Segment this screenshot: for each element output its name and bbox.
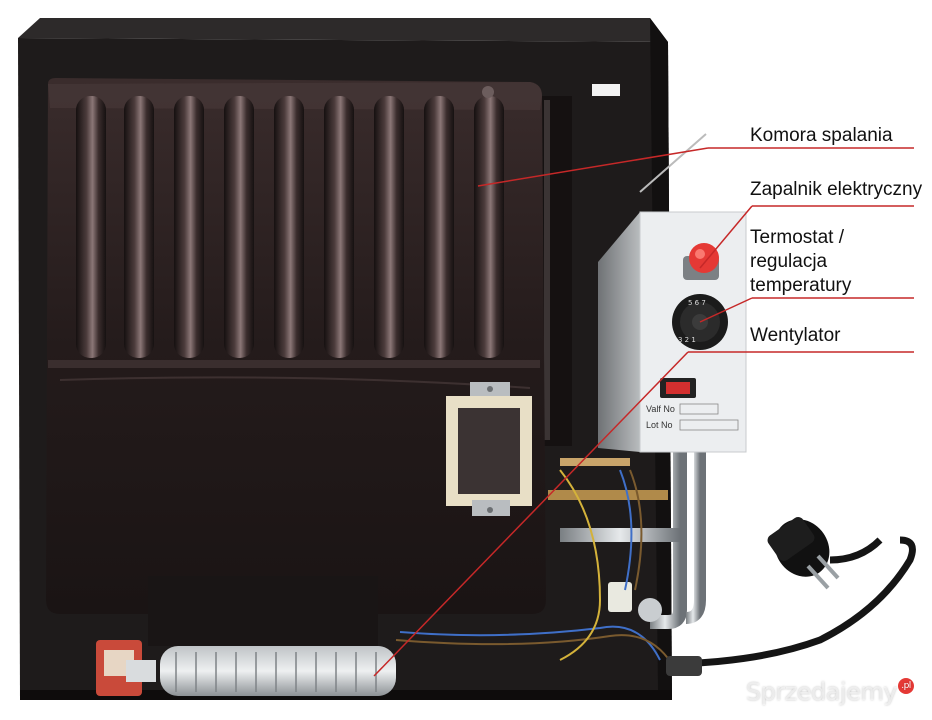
igniter-button xyxy=(683,243,719,280)
label-combustion-chamber: Komora spalania xyxy=(750,125,893,146)
plug xyxy=(767,517,840,590)
combustion-chamber xyxy=(46,78,546,614)
label-thermostat-line3: temperatury xyxy=(750,275,852,296)
control-panel: 5 6 7 3 2 1 Valf No Lot No xyxy=(598,133,747,453)
fan-switch xyxy=(660,378,696,398)
wiring xyxy=(395,469,673,665)
watermark-badge: .pl xyxy=(898,678,914,694)
label-igniter: Zapalnik elektryczny xyxy=(750,179,923,200)
fan-unit xyxy=(96,576,396,696)
leader-line-combustion xyxy=(477,147,709,187)
label-thermostat-line1: Termostat / xyxy=(750,227,844,248)
chamber-ribs xyxy=(76,96,504,358)
label-thermostat-line2: regulacja xyxy=(750,251,828,272)
leader-line-fan xyxy=(373,351,689,677)
svg-text:3 2 1: 3 2 1 xyxy=(678,336,696,344)
watermark: Sprzedajemy.pl xyxy=(746,678,914,706)
leader-line-igniter xyxy=(699,205,753,269)
sight-window xyxy=(446,382,532,516)
svg-text:5 6 7: 5 6 7 xyxy=(688,299,706,307)
leader-lines xyxy=(373,147,914,677)
power-cord xyxy=(666,517,916,676)
lot-label: Lot No xyxy=(646,420,673,430)
valf-label: Valf No xyxy=(646,404,675,414)
label-fan: Wentylator xyxy=(750,325,841,346)
watermark-text: Sprzedajemy xyxy=(745,678,898,706)
leader-line-thermostat xyxy=(699,297,753,323)
